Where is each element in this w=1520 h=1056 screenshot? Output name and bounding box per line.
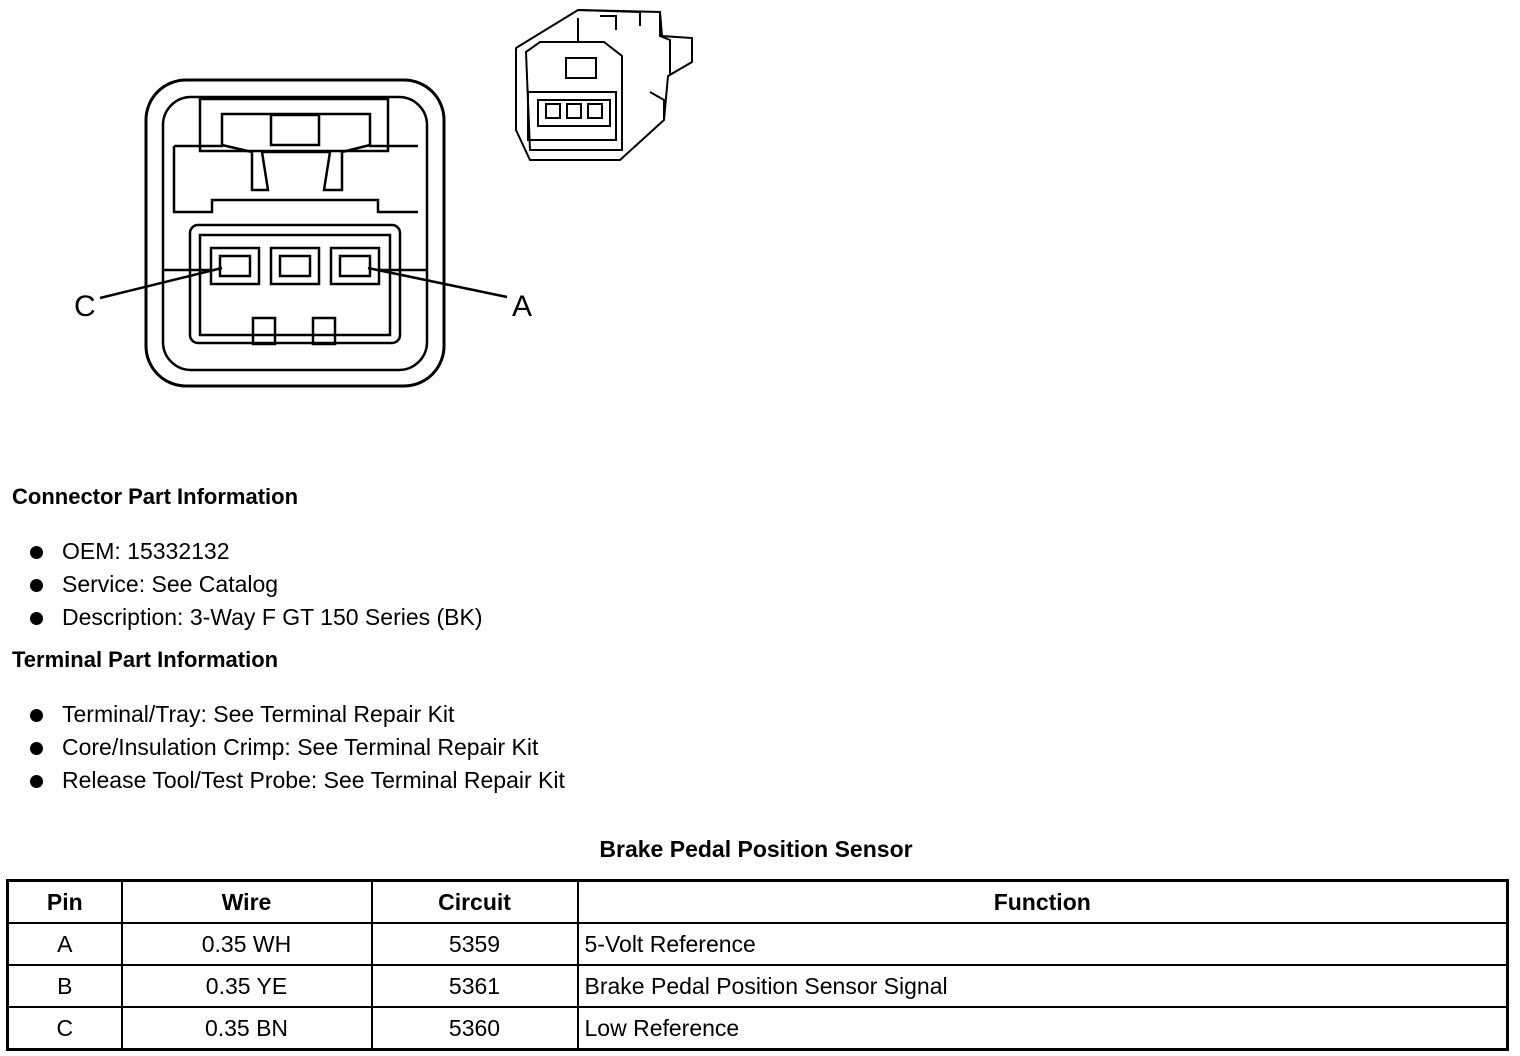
- header-circuit: Circuit: [370, 879, 579, 924]
- terminal-info-list: Terminal/Tray: See Terminal Repair Kit C…: [30, 698, 565, 797]
- bullet-icon: [30, 709, 43, 722]
- bullet-icon: [30, 612, 43, 625]
- table-row: B 0.35 YE 5361 Brake Pedal Position Sens…: [6, 964, 1509, 1008]
- bullet-icon: [30, 742, 43, 755]
- connector-isometric-view: [515, 8, 693, 161]
- terminal-info-title: Terminal Part Information: [12, 647, 279, 672]
- cell-function: Brake Pedal Position Sensor Signal: [576, 964, 1509, 1008]
- connector-latch: [172, 112, 418, 214]
- terminal-cavity-inner: [198, 233, 392, 337]
- leader-line-c: [99, 266, 223, 300]
- header-function: Function: [576, 879, 1509, 924]
- terminal-a-pin: [338, 254, 372, 278]
- terminal-cavity-c: [209, 246, 261, 286]
- header-pin: Pin: [6, 879, 123, 924]
- key-slot-left: [251, 316, 277, 346]
- latch-tab: [269, 113, 321, 147]
- pinout-table: Pin Wire Circuit Function A 0.35 WH 5359…: [6, 879, 1509, 1051]
- latch-arms: [221, 143, 371, 192]
- list-item: Terminal/Tray: See Terminal Repair Kit: [30, 698, 565, 731]
- terminal-cavity-b: [269, 246, 321, 286]
- connector-diagram: C A: [74, 8, 693, 388]
- table-header-row: Pin Wire Circuit Function: [6, 879, 1509, 924]
- bullet-icon: [30, 579, 43, 592]
- list-item: Service: See Catalog: [30, 568, 483, 601]
- bullet-icon: [30, 546, 43, 559]
- cell-wire: 0.35 WH: [120, 922, 373, 966]
- leader-line-a: [367, 266, 508, 299]
- cell-circuit: 5361: [370, 964, 579, 1008]
- key-slot-right: [311, 316, 337, 346]
- pin-label-c: C: [74, 290, 96, 323]
- cell-pin: B: [6, 964, 123, 1008]
- cell-wire: 0.35 BN: [120, 1006, 373, 1051]
- terminal-b-pin: [278, 254, 312, 278]
- cell-function: Low Reference: [576, 1006, 1509, 1051]
- cell-function: 5-Volt Reference: [576, 922, 1509, 966]
- terminal-cavity-a: [329, 246, 381, 286]
- connector-latch-frame: [198, 97, 390, 153]
- cell-pin: A: [6, 922, 123, 966]
- pin-label-a: A: [512, 290, 532, 323]
- list-item: Description: 3-Way F GT 150 Series (BK): [30, 601, 483, 634]
- connector-inner-housing: [161, 95, 429, 372]
- terminal-cavity-block: [188, 223, 402, 345]
- cell-circuit: 5360: [370, 1006, 579, 1051]
- table-row: A 0.35 WH 5359 5-Volt Reference: [6, 922, 1509, 966]
- cell-pin: C: [6, 1006, 123, 1051]
- cell-circuit: 5359: [370, 922, 579, 966]
- connector-info-title: Connector Part Information: [12, 484, 299, 509]
- table-row: C 0.35 BN 5360 Low Reference: [6, 1006, 1509, 1051]
- terminal-c-pin: [218, 254, 252, 278]
- cell-wire: 0.35 YE: [120, 964, 373, 1008]
- list-item: Release Tool/Test Probe: See Terminal Re…: [30, 764, 565, 797]
- list-item: OEM: 15332132: [30, 535, 483, 568]
- header-wire: Wire: [120, 879, 373, 924]
- table-title: Brake Pedal Position Sensor: [599, 836, 913, 862]
- bullet-icon: [30, 775, 43, 788]
- connector-outer-housing: [144, 78, 446, 388]
- connector-info-list: OEM: 15332132 Service: See Catalog Descr…: [30, 535, 483, 634]
- list-item: Core/Insulation Crimp: See Terminal Repa…: [30, 731, 565, 764]
